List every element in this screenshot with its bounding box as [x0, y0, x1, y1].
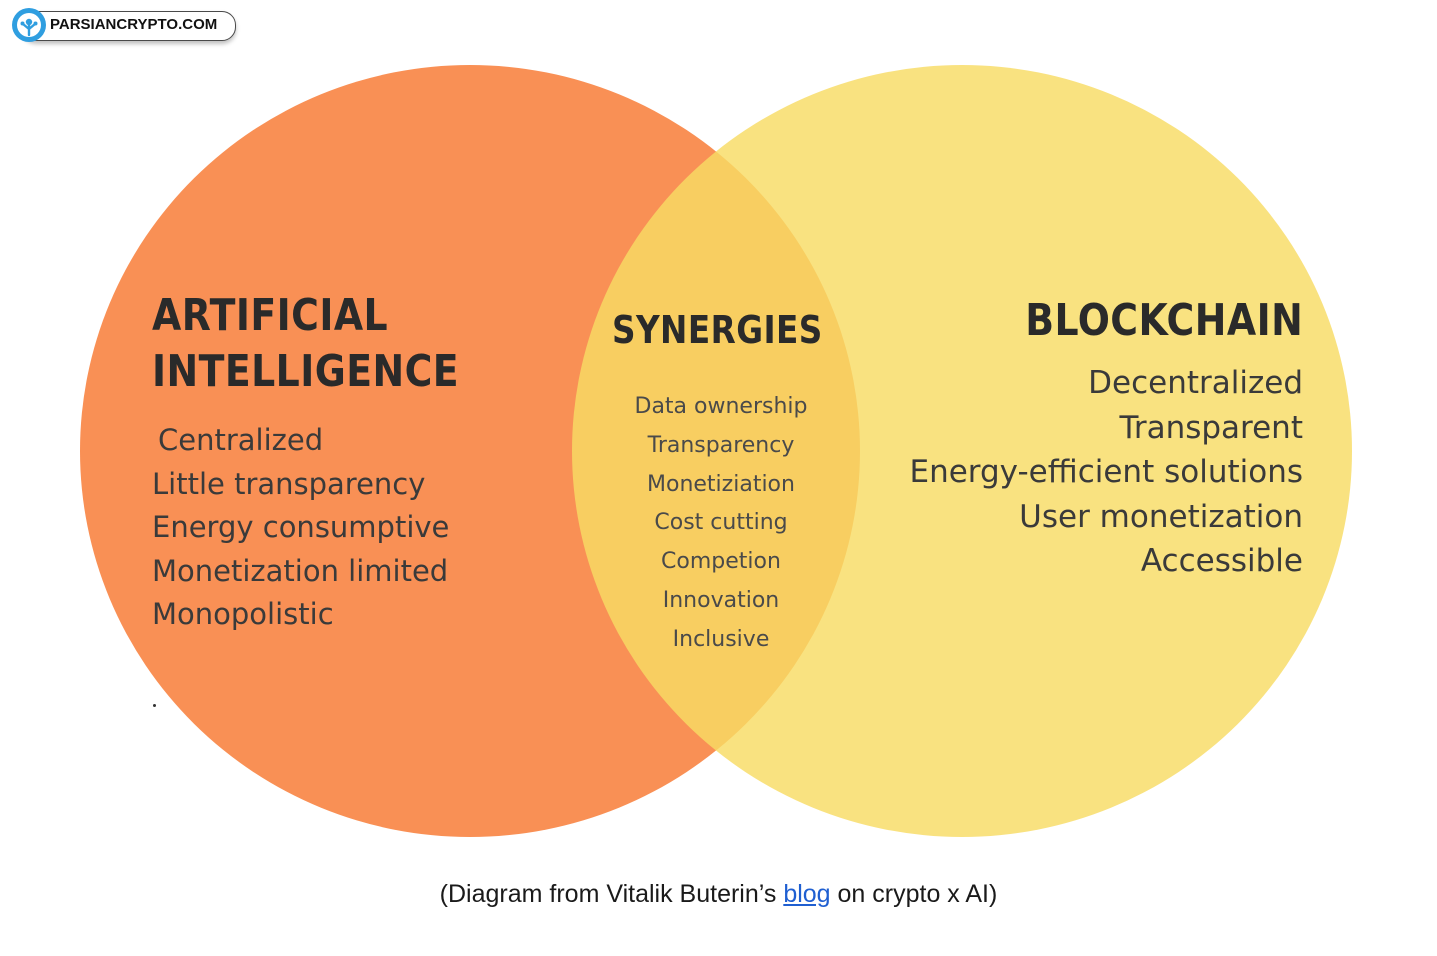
synergies-list: Data ownership Transparency Monetiziatio… — [580, 388, 862, 660]
list-item: Accessible — [1140, 543, 1303, 579]
synergies-title: SYNERGIES — [612, 308, 823, 352]
caption-prefix: (Diagram from Vitalik Buterin’s — [439, 880, 784, 908]
list-item: User monetization — [1019, 498, 1303, 535]
list-item: Inclusive — [672, 626, 770, 652]
blockchain-circle — [572, 65, 1352, 837]
list-item: Transparency — [647, 432, 795, 458]
list-item: Monetization limited — [152, 553, 449, 588]
watermark-badge: PARSIANCRYPTO.COM — [10, 6, 236, 44]
blog-link[interactable]: blog — [783, 880, 831, 908]
list-item: Data ownership — [634, 394, 808, 419]
diagram-caption: (Diagram from Vitalik Buterin’s blog on … — [0, 880, 1437, 909]
list-item: Monetiziation — [647, 471, 795, 497]
list-item: Energy consumptive — [152, 510, 450, 544]
ai-title-line: INTELLIGENCE — [152, 346, 460, 397]
list-item: Little transparency — [152, 466, 426, 501]
list-item: Centralized — [158, 423, 324, 457]
list-item: Innovation — [662, 587, 780, 613]
blockchain-traits-list: Decentralized Transparent Energy-efficie… — [909, 361, 1303, 584]
list-item: Decentralized — [1088, 365, 1303, 401]
watermark-pill — [22, 11, 236, 41]
watermark-text: PARSIANCRYPTO.COM — [50, 16, 218, 33]
caption-suffix: on crypto x AI) — [830, 880, 998, 908]
ai-title-line: ARTIFICIAL — [152, 290, 389, 341]
stray-dot — [153, 704, 156, 707]
ai-traits-list: Centralized Little transparency Energy c… — [152, 419, 449, 637]
ai-title: ARTIFICIAL INTELLIGENCE — [152, 288, 459, 400]
blockchain-title: BLOCKCHAIN — [1025, 295, 1303, 346]
parsiancrypto-logo-icon — [12, 8, 46, 42]
list-item: Cost cutting — [654, 510, 788, 536]
list-item: Competion — [661, 549, 781, 575]
list-item: Monopolistic — [152, 597, 334, 631]
list-item: Energy-efficient solutions — [909, 454, 1303, 490]
list-item: Transparent — [1119, 409, 1303, 446]
